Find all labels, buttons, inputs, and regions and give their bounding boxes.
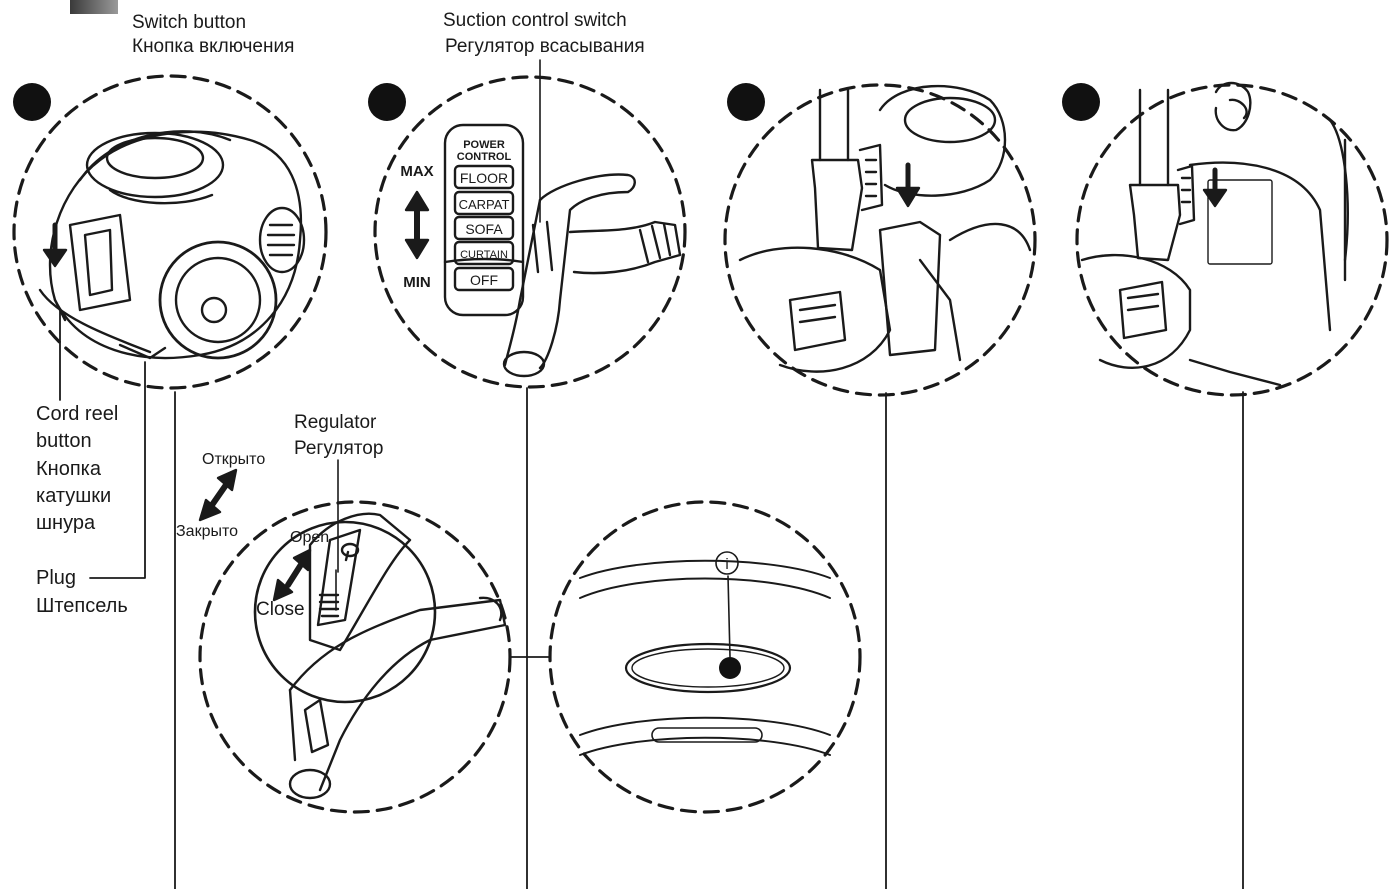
max-label: MAX [400,163,433,180]
suction-control-label-en: Suction control switch [443,10,627,31]
setting-off-label: OFF [470,272,498,288]
cord-reel-label-ru-3: шнура [36,512,96,534]
panel-5-dashed-circle [198,500,512,814]
setting-floor-label: FLOOR [460,170,508,186]
info-mark-label: i [725,556,728,573]
step-marker-4 [1062,83,1100,121]
setting-floor-box [453,164,515,190]
panel-2-dashed-circle [373,75,687,389]
open-ru-label: Открыто [202,451,266,468]
panel-3-dashed-circle [723,83,1037,397]
regulator-zoom-circle [253,520,437,704]
indicator-window-outer [624,642,792,694]
switch-button-label-en: Switch button [132,12,247,33]
regulator-label-ru: Регулятор [294,438,384,459]
setting-off-box [453,266,515,292]
open-en-label: Open [290,529,330,546]
panel-power-control [368,59,687,389]
min-label: MIN [403,274,431,291]
plug-label-ru: Штепсель [36,595,128,617]
setting-sofa-label: SOFA [465,221,503,237]
close-en-label: Close [256,599,305,620]
panel-1-dashed-circle [12,74,328,390]
step-marker-1 [13,83,51,121]
setting-curtain-box [453,240,515,266]
panel-vacuum-body [12,74,328,390]
cord-reel-label-en-2: button [36,430,92,452]
leader-lines [59,309,1244,889]
setting-carpat-box [453,190,515,216]
power-control-panel [443,123,525,317]
setting-curtain-label: CURTAIN [460,249,508,261]
cord-reel-label-ru-2: катушки [36,485,112,507]
setting-carpat-label: CARPAT [459,197,510,212]
info-mark-circle [715,551,739,575]
closed-ru-label: Закрыто [176,523,239,540]
power-control-title-1: POWER [463,139,505,151]
cord-reel-label-en-1: Cord reel [36,403,119,425]
setting-sofa-box [453,215,515,241]
step-marker-3 [727,83,765,121]
panel-6-dashed-circle [548,500,862,814]
panel-handle-regulator [198,459,512,814]
switch-button-label-ru: Кнопка включения [132,36,295,57]
cord-reel-label-ru-1: Кнопка [36,458,101,480]
plug-label-en: Plug [36,567,77,589]
suction-control-label-ru: Регулятор всасывания [445,36,645,57]
plug-leader [89,361,146,579]
panel-4-dashed-circle [1075,83,1389,397]
indicator-dot [719,657,741,679]
step-marker-2 [368,83,406,121]
indicator-window-inner [631,648,785,688]
power-control-title-2: CONTROL [457,151,512,163]
panel-tube-lock-2 [1062,81,1389,397]
regulator-label-en: Regulator [294,412,377,433]
panel-indicator [548,500,862,814]
corner-tab-marker [70,0,118,14]
panel-tube-lock-1 [723,83,1037,397]
